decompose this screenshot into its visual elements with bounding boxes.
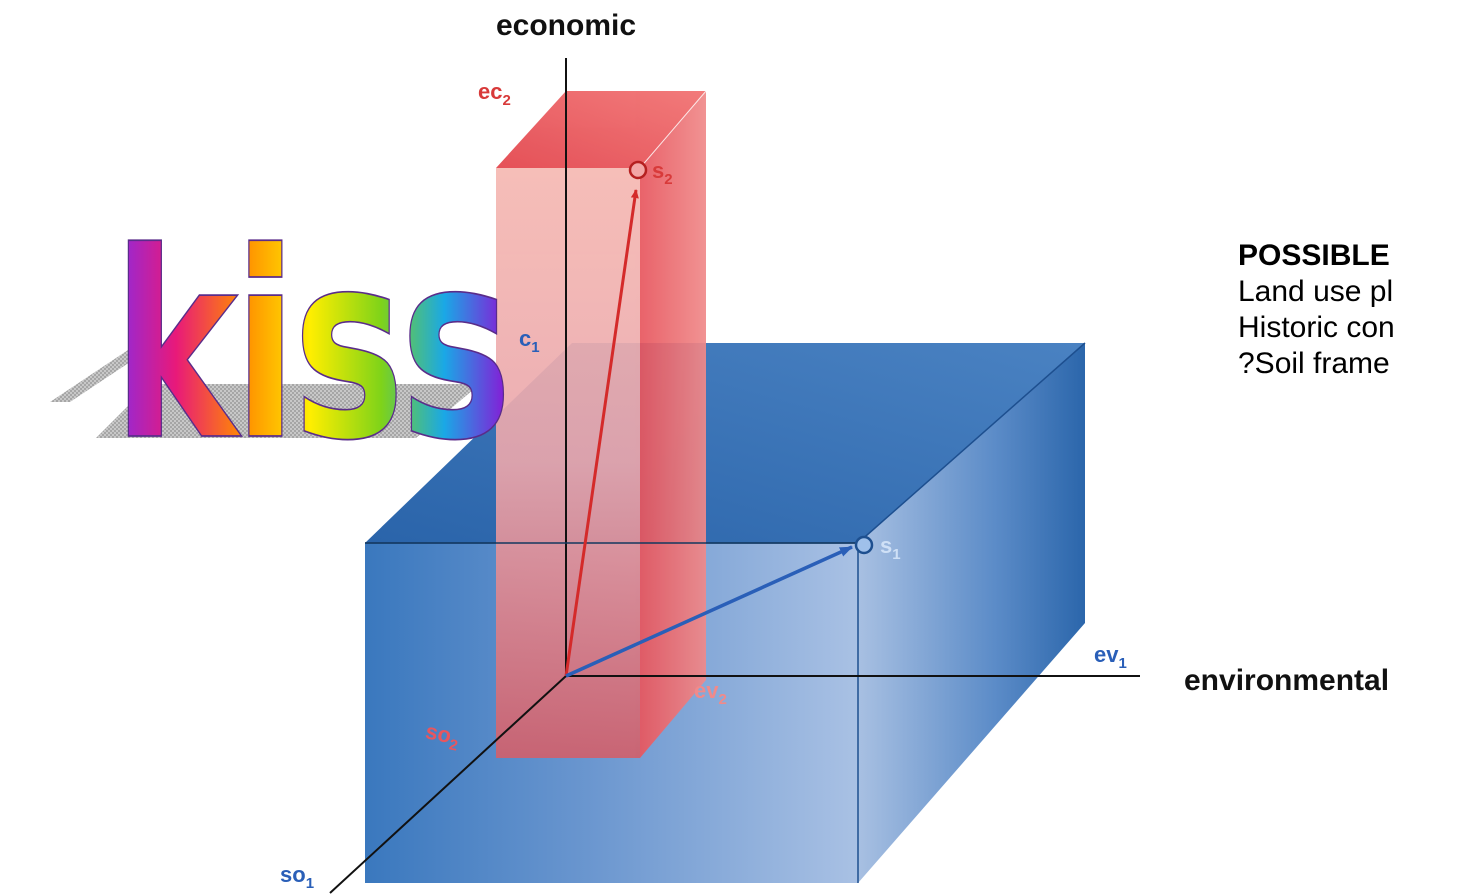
- red-column-front-face: [496, 168, 640, 758]
- notes-panel: POSSIBLE Land use pl Historic con ?Soil …: [1238, 238, 1476, 382]
- ec1-label: c1: [519, 326, 540, 356]
- notes-line-soil: ?Soil frame: [1238, 347, 1390, 380]
- blue-box-diag-edge: [857, 342, 1086, 544]
- ev2-label: ev2: [694, 678, 727, 708]
- notes-heading: POSSIBLE: [1238, 239, 1390, 272]
- kiss-wordart-shadow: [50, 350, 480, 438]
- point-s1: [854, 535, 874, 555]
- vector-s2: [564, 189, 639, 677]
- red-column: [496, 90, 707, 758]
- axes: [329, 58, 1140, 894]
- s2-label: s2: [652, 158, 673, 188]
- so2-label: so2: [422, 718, 462, 754]
- s1-label: s1: [880, 533, 901, 563]
- ec2-label: ec2: [478, 79, 511, 109]
- social-axis: [329, 675, 567, 894]
- red-column-top-face: [496, 91, 706, 168]
- environmental-axis-label: environmental: [1184, 664, 1389, 697]
- red-column-side-face: [640, 91, 706, 758]
- kiss-wordart-text: kiss: [113, 198, 508, 498]
- red-column-edge: [639, 90, 707, 169]
- point-s2: [628, 160, 648, 180]
- so1-label: so1: [280, 862, 314, 892]
- notes-line-land-use: Land use pl: [1238, 275, 1394, 308]
- vector-s1: [565, 545, 853, 678]
- ev1-label: ev1: [1094, 642, 1127, 672]
- blue-box-side-face: [858, 343, 1085, 883]
- economic-axis-label: economic: [496, 9, 636, 42]
- notes-line-historic: Historic con: [1238, 311, 1395, 344]
- kiss-wordart: kiss: [50, 197, 513, 498]
